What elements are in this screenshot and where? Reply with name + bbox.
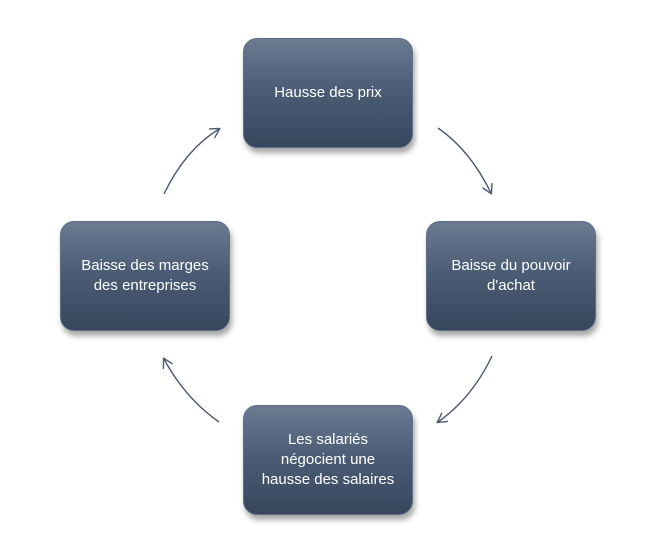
node-label: Les salariés négocient une hausse des sa… xyxy=(261,431,395,488)
node-salaries-negocient: Les salariés négocient une hausse des sa… xyxy=(243,405,413,515)
arrow-right-to-bottom xyxy=(436,355,493,424)
node-label: Hausse des prix xyxy=(274,84,382,101)
node-label: Baisse des marges des entreprises xyxy=(81,257,209,294)
node-baisse-pouvoir-achat: Baisse du pouvoir d'achat xyxy=(426,221,596,331)
node-label: Baisse du pouvoir d'achat xyxy=(451,257,571,294)
arrow-left-to-top xyxy=(163,127,221,195)
node-baisse-marges: Baisse des marges des entreprises xyxy=(60,221,230,331)
node-hausse-des-prix: Hausse des prix xyxy=(243,38,413,148)
arrow-bottom-to-left xyxy=(162,357,220,423)
arrow-top-to-right xyxy=(437,127,493,195)
